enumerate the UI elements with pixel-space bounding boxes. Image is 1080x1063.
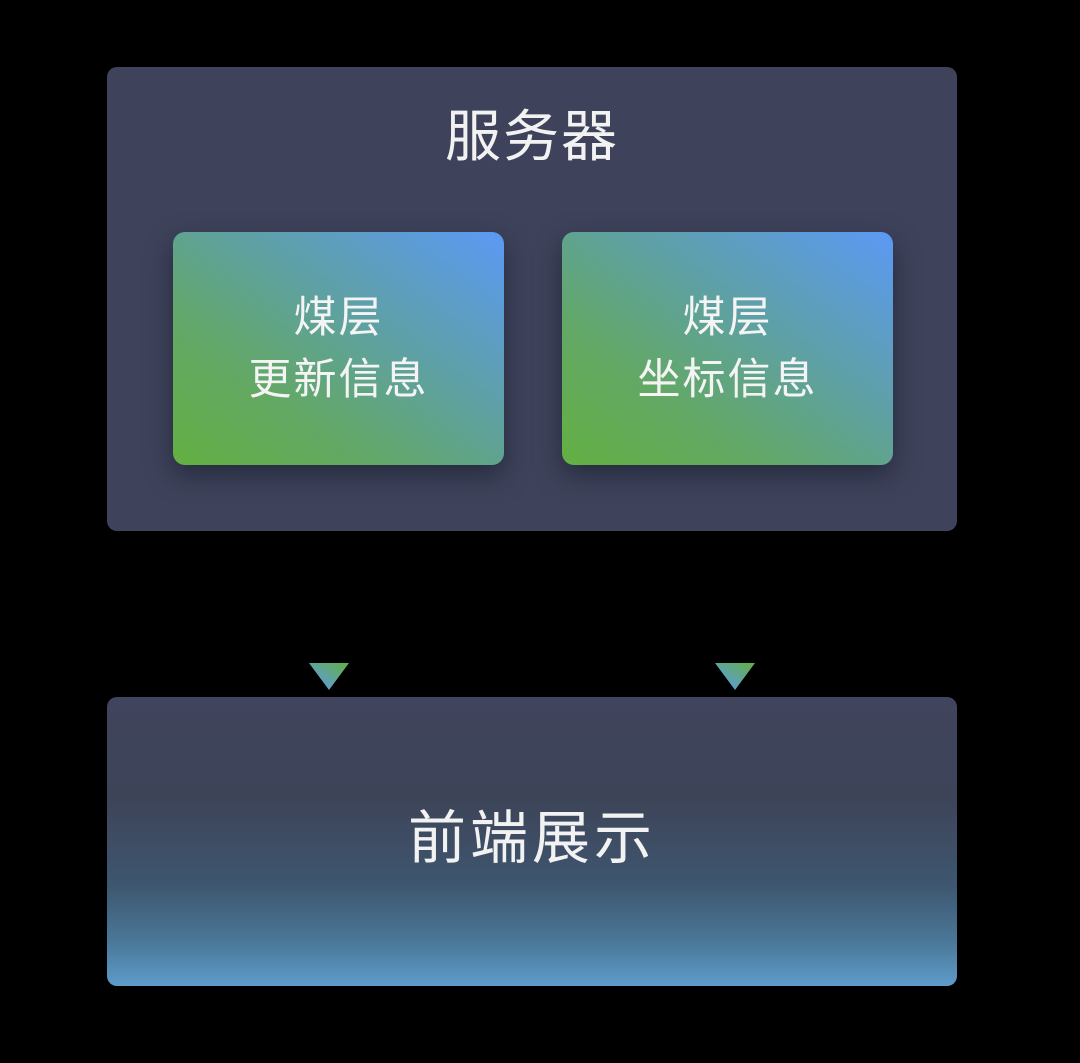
frontend-display-box: 前端展示 (107, 697, 957, 986)
coal-seam-coordinate-info-card: 煤层 坐标信息 (562, 232, 893, 465)
frontend-title: 前端展示 (407, 803, 656, 872)
card-label-line1: 煤层 (682, 292, 773, 343)
coal-seam-update-info-card: 煤层 更新信息 (173, 232, 504, 465)
arrow-coordinate-to-frontend (715, 533, 755, 690)
card-label-line2: 更新信息 (248, 354, 429, 405)
card-label-line1: 煤层 (293, 292, 384, 343)
server-box: 服务器 煤层 更新信息 煤层 坐标信息 (107, 67, 957, 531)
card-label-line2: 坐标信息 (637, 354, 818, 405)
arrow-down-icon (309, 663, 349, 690)
server-title: 服务器 (445, 105, 619, 170)
arrow-update-to-frontend (309, 533, 349, 690)
arrow-down-icon (715, 663, 755, 690)
